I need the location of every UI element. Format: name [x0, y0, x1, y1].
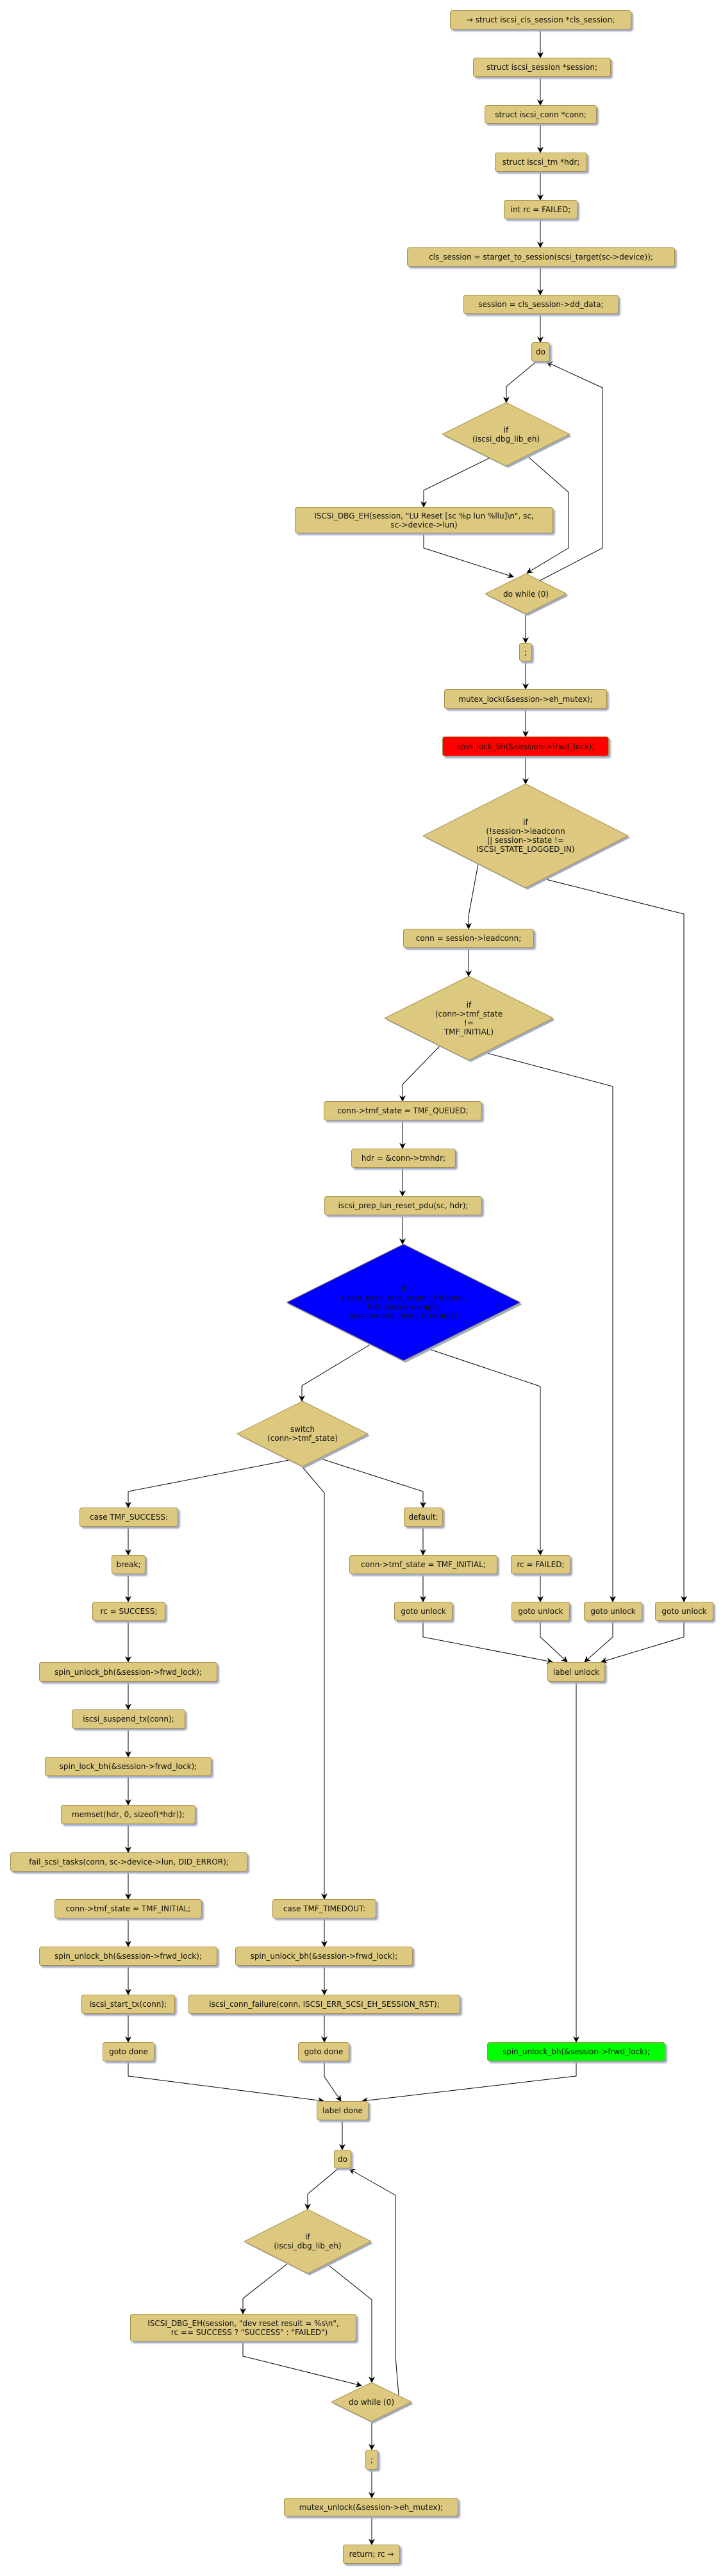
flow-edge	[326, 2263, 375, 2383]
flow-edge	[128, 2061, 324, 2104]
dbg-reset-result-node: ISCSI_DBG_EH(session, "dev reset result …	[130, 2314, 356, 2341]
suspend-tx-node: iscsi_suspend_tx(conn);	[72, 1709, 185, 1729]
do-while-decision-shape	[484, 573, 568, 615]
if-dbg-decision-shape	[441, 402, 571, 467]
do-while-decision: do while (0)	[348, 2397, 395, 2407]
flow-edge	[301, 1466, 328, 1900]
start-tx-node: iscsi_start_tx(conn);	[81, 1995, 175, 2014]
case-timedout-node: case TMF_TIMEDOUT:	[272, 1899, 376, 1918]
cls-session-assign-node: cls_session = starget_to_session(scsi_ta…	[407, 247, 675, 267]
flow-edge	[543, 878, 687, 1602]
mutex-lock-node: mutex_lock(&session->eh_mutex);	[444, 689, 607, 709]
empty-statement-node: ;	[365, 2450, 378, 2470]
flow-edge	[484, 1052, 616, 1602]
flow-edge	[427, 1348, 544, 1556]
flow-edge	[242, 2341, 362, 2388]
conn-failure-node: iscsi_conn_failure(conn, ISCSI_ERR_SCSI_…	[188, 1995, 460, 2014]
do-while-decision-shape	[330, 2382, 413, 2422]
return-node: return; rc →	[343, 2545, 400, 2564]
if-exec-task-mgmt-decision-shape	[285, 1243, 522, 1361]
flow-edge	[423, 533, 514, 579]
goto-unlock-node: goto unlock	[655, 1602, 713, 1621]
if-exec-task-mgmt-decision: if (iscsi_exec_task_mgmt_fn(conn, hdr, s…	[342, 1284, 465, 1320]
goto-unlock-node: goto unlock	[584, 1602, 642, 1621]
case-success-node: case TMF_SUCCESS:	[79, 1508, 178, 1527]
flow-edge	[539, 361, 603, 581]
memset-node: memset(hdr, 0, sizeof(*hdr));	[61, 1805, 195, 1824]
entry-declaration-node: → struct iscsi_cls_session *cls_session;	[450, 10, 631, 29]
goto-unlock-node: goto unlock	[394, 1602, 453, 1621]
prep-lun-reset-node: iscsi_prep_lun_reset_pdu(sc, hdr);	[324, 1196, 482, 1215]
rc-init-node: int rc = FAILED;	[504, 200, 578, 219]
fail-scsi-tasks-node: fail_scsi_tasks(conn, sc->device->lun, D…	[10, 1852, 247, 1872]
flow-edge	[304, 2168, 339, 2210]
spin-unlock-highlight-node: spin_unlock_bh(&session->frwd_lock);	[487, 2042, 665, 2061]
flow-edge	[324, 2061, 342, 2102]
spin-lock-highlight-node: spin_lock_bh(&session->frwd_lock);	[442, 736, 609, 756]
spin-lock-node: spin_lock_bh(&session->frwd_lock);	[45, 1757, 212, 1776]
tmf-queued-node: conn->tmf_state = TMF_QUEUED;	[324, 1101, 482, 1120]
hdr-assign-node: hdr = &conn->tmhdr;	[351, 1149, 456, 1168]
switch-tmf-state-decision-shape	[236, 1400, 369, 1467]
flow-edge	[240, 2263, 288, 2314]
spin-unlock-node: spin_unlock_bh(&session->frwd_lock);	[235, 1947, 413, 1966]
if-dbg-decision-shape	[243, 2209, 372, 2274]
if-tmf-state-decision: if (conn->tmf_state != TMF_INITIAL)	[435, 1000, 503, 1036]
dbg-lu-reset-node: ISCSI_DBG_EH(session, "LU Reset [sc %p l…	[295, 507, 553, 533]
goto-unlock-node: goto unlock	[511, 1602, 570, 1621]
flow-edge	[584, 1621, 613, 1663]
spin-unlock-node: spin_unlock_bh(&session->frwd_lock);	[39, 1662, 217, 1682]
session-declaration-node: struct iscsi_session *session;	[473, 58, 611, 77]
flow-edge	[299, 1344, 370, 1402]
label-done-node: label done	[317, 2101, 369, 2120]
if-leadconn-decision: if (!session->leadconn || session->state…	[476, 818, 575, 854]
tmf-initial-node: conn->tmf_state = TMF_INITIAL;	[54, 1899, 202, 1918]
label-unlock-node: label unlock	[547, 1662, 605, 1682]
if-dbg-decision: if (iscsi_dbg_lib_eh)	[472, 425, 540, 444]
conn-declaration-node: struct iscsi_conn *conn;	[485, 105, 597, 124]
rc-failed-node: rc = FAILED;	[511, 1555, 570, 1574]
conn-assign-node: conn = session->leadconn;	[403, 929, 534, 948]
flow-edge	[349, 2168, 399, 2396]
flow-edge	[125, 1459, 290, 1508]
rc-success-node: rc = SUCCESS;	[92, 1602, 165, 1621]
flow-edge	[540, 1621, 568, 1663]
flow-edge	[465, 863, 479, 929]
flow-edge	[420, 457, 491, 508]
empty-statement-node: ;	[519, 643, 532, 661]
hdr-declaration-node: struct iscsi_tm *hdr;	[495, 153, 587, 172]
break-node: break;	[112, 1555, 145, 1574]
goto-done-node: goto done	[103, 2042, 154, 2061]
default-case-node: default:	[404, 1508, 443, 1527]
do-node: do	[531, 342, 550, 361]
if-leadconn-decision-shape	[422, 783, 629, 888]
flow-edge	[503, 361, 537, 403]
do-while-decision: do while (0)	[503, 589, 549, 599]
goto-done-node: goto done	[298, 2042, 349, 2061]
flow-edge	[399, 1045, 440, 1102]
flow-edge	[319, 1458, 426, 1508]
do-node: do	[334, 2150, 351, 2168]
session-assign-node: session = cls_session->dd_data;	[463, 295, 619, 314]
if-tmf-state-decision-shape	[383, 976, 554, 1061]
flow-edge	[362, 2061, 577, 2104]
spin-unlock-node: spin_unlock_bh(&session->frwd_lock);	[39, 1947, 217, 1966]
flow-edge	[422, 1621, 553, 1665]
flow-edge	[601, 1621, 685, 1664]
switch-tmf-state-decision: switch (conn->tmf_state)	[267, 1425, 338, 1443]
flow-edge	[526, 454, 569, 574]
mutex-unlock-node: mutex_unlock(&session->eh_mutex);	[284, 2498, 458, 2516]
tmf-initial-node: conn->tmf_state = TMF_INITIAL;	[349, 1555, 497, 1574]
if-dbg-decision: if (iscsi_dbg_lib_eh)	[274, 2232, 342, 2250]
